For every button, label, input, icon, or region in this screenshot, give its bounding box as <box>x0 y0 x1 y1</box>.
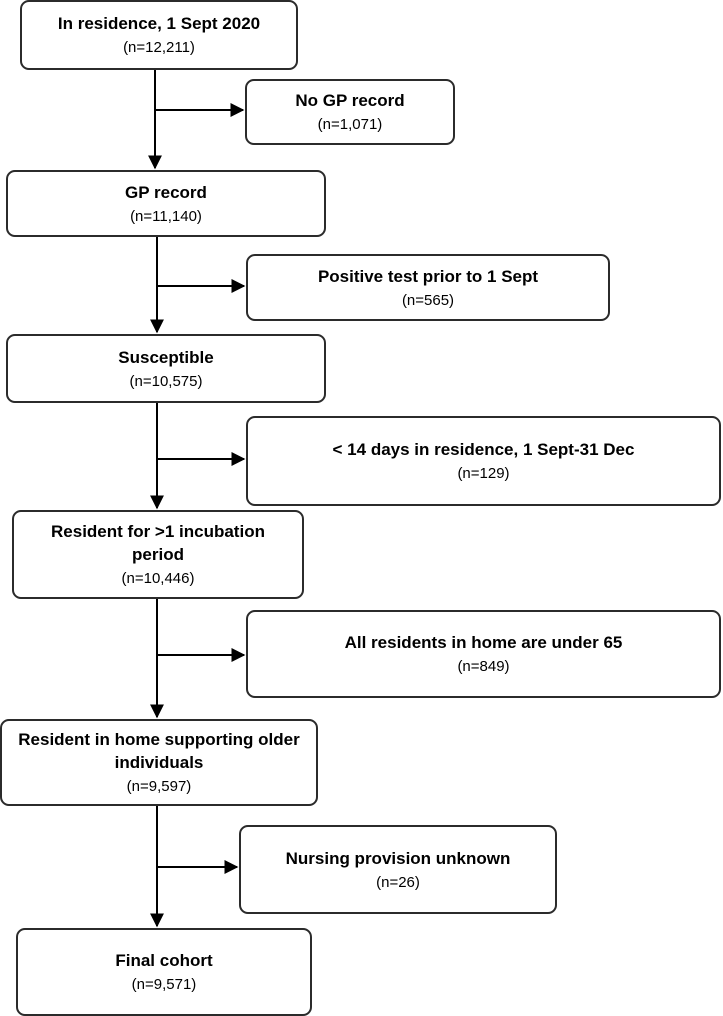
exclusion-box-3: < 14 days in residence, 1 Sept-31 Dec (n… <box>246 416 721 506</box>
step-box-5: Resident in home supporting older indivi… <box>0 719 318 806</box>
step-count: (n=10,446) <box>121 570 195 587</box>
step-count: (n=10,575) <box>129 372 203 390</box>
exclusion-box-1: No GP record (n=1,071) <box>245 79 455 145</box>
step-title: Resident in home supporting older indivi… <box>18 730 300 772</box>
step-box-6: Final cohort (n=9,571) <box>16 928 312 1016</box>
exclusion-count: (n=849) <box>457 658 510 675</box>
exclusion-box-5: Nursing provision unknown (n=26) <box>239 825 557 914</box>
step-count: (n=11,140) <box>130 207 202 225</box>
exclusion-title: Nursing provision unknown <box>285 848 511 868</box>
step-box-2: GP record (n=11,140) <box>6 170 326 237</box>
exclusion-count: (n=26) <box>376 873 420 891</box>
step-box-1: In residence, 1 Sept 2020 (n=12,211) <box>20 0 298 70</box>
exclusion-count: (n=565) <box>401 291 455 309</box>
step-count: (n=9,597) <box>126 778 192 795</box>
exclusion-count: (n=1,071) <box>317 116 383 133</box>
step-count: (n=12,211) <box>123 39 195 56</box>
step-box-4: Resident for >1 incubation period (n=10,… <box>12 510 304 599</box>
step-title: Susceptible <box>118 347 214 367</box>
exclusion-box-2: Positive test prior to 1 Sept (n=565) <box>246 254 610 321</box>
step-title: In residence, 1 Sept 2020 <box>57 14 261 33</box>
exclusion-title: No GP record <box>295 91 405 110</box>
exclusion-box-4: All residents in home are under 65 (n=84… <box>246 610 721 698</box>
exclusion-count: (n=129) <box>457 465 510 482</box>
exclusion-title: Positive test prior to 1 Sept <box>317 266 539 286</box>
step-box-3: Susceptible (n=10,575) <box>6 334 326 403</box>
step-title: Final cohort <box>115 951 213 970</box>
step-title: Resident for >1 incubation period <box>51 522 265 564</box>
step-count: (n=9,571) <box>131 976 197 993</box>
exclusion-title: < 14 days in residence, 1 Sept-31 Dec <box>332 440 635 459</box>
step-title: GP record <box>125 182 207 202</box>
exclusion-title: All residents in home are under 65 <box>344 633 623 652</box>
